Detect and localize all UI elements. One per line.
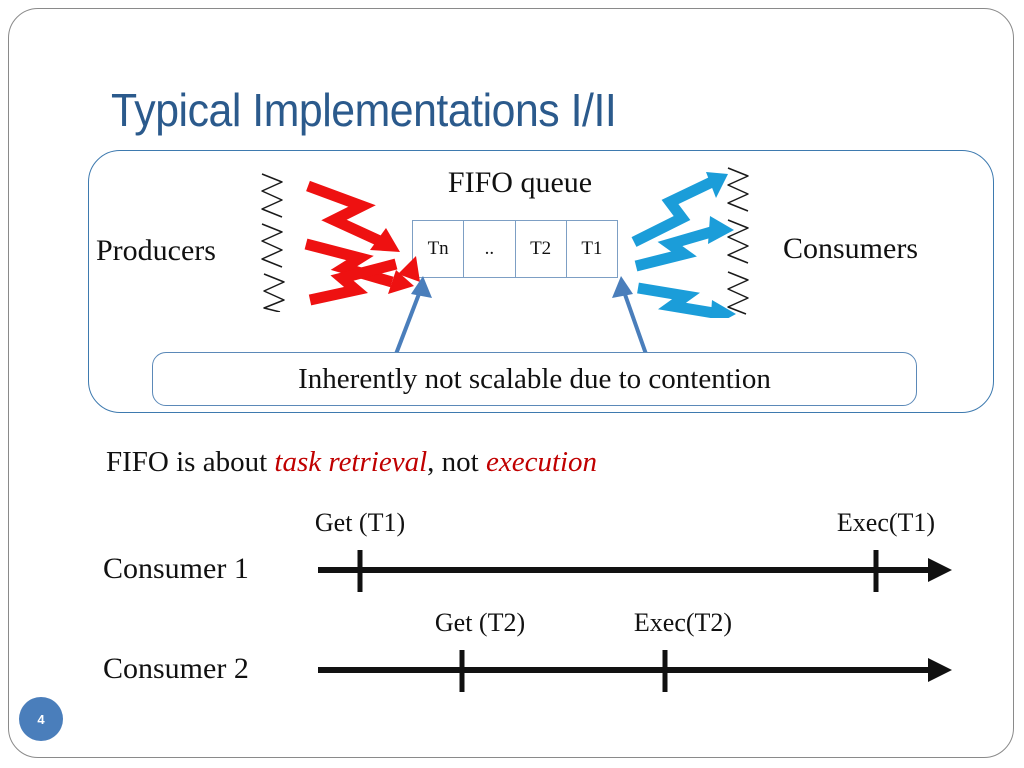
statement-prefix: FIFO is about: [106, 446, 275, 478]
consumer-arrows-icon: [631, 172, 736, 318]
statement-emphasis-execution: execution: [485, 446, 598, 478]
timeline-axis: [318, 650, 952, 692]
timeline-event-label: Exec(T2): [633, 608, 733, 637]
timeline-consumer-1: Consumer 1 Get (T1) Exec(T1): [0, 500, 1024, 620]
contention-callout: Inherently not scalable due to contentio…: [152, 352, 917, 406]
timeline-event-label: Get (T1): [314, 508, 406, 537]
queue-cell: T1: [581, 238, 603, 259]
timeline-event-label: Exec(T1): [836, 508, 936, 537]
consumers-label: Consumers: [783, 232, 918, 265]
fifo-diagram-panel: [88, 150, 994, 413]
fifo-queue-caption: FIFO queue: [447, 166, 593, 199]
page-title: Typical Implementations I/II: [111, 84, 617, 136]
queue-cell: Tn: [413, 221, 465, 277]
producers-label: Producers: [96, 234, 216, 267]
contention-pointer-arrows-icon: [394, 276, 648, 355]
consumer-threads-icon: [727, 167, 749, 315]
timeline-event-label: Get (T2): [434, 608, 526, 637]
contention-callout-text: Inherently not scalable due to contentio…: [298, 362, 771, 395]
timeline-consumer-2: Consumer 2 Get (T2) Exec(T2): [0, 600, 1024, 720]
producer-threads-icon: [261, 173, 285, 312]
queue-cell: T2: [516, 221, 567, 277]
fifo-queue-box: Tn .. T2 T1: [412, 220, 618, 278]
slide-number-badge: 4: [19, 697, 63, 741]
timeline-label: Consumer 2: [103, 652, 249, 685]
statement-middle: , not: [427, 446, 486, 478]
producer-arrows-icon: [304, 180, 420, 306]
timeline-axis: [318, 550, 952, 592]
slide-frame: [8, 8, 1014, 758]
fifo-statement: FIFO is about task retrieval, not execut…: [106, 446, 597, 479]
statement-emphasis-task-retrieval: task retrieval: [274, 446, 428, 478]
queue-cell: ..: [464, 221, 516, 277]
timeline-label: Consumer 1: [103, 552, 249, 585]
